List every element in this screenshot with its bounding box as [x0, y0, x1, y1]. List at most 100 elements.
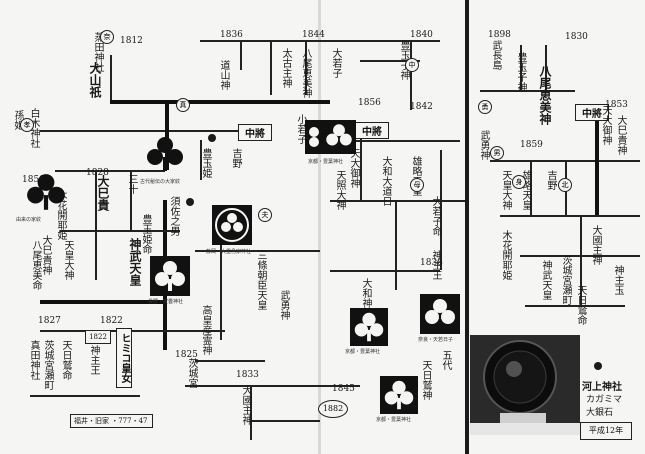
name-label: 高皇産霊神 [200, 305, 211, 355]
circled-tag: 1882 [318, 400, 348, 418]
tree-line [320, 385, 360, 387]
tree-line [200, 40, 440, 42]
circle-marker: 北 [558, 178, 572, 192]
name-label: 大山祇 [88, 62, 102, 98]
tree-line [360, 130, 362, 200]
tree-line [395, 200, 397, 290]
name-label: 茨城宮瀬町 [42, 340, 53, 390]
heading-chujo-left: 中將 [238, 124, 272, 141]
name-label: 神武天皇 [128, 238, 142, 286]
tree-line [95, 170, 97, 280]
year-label: 1827 [38, 316, 61, 326]
name-label: 神主王 [88, 345, 99, 375]
name-label: 豊玉姫命 [140, 214, 151, 254]
name-label: 須佐之男 [168, 196, 179, 236]
year-label: 1833 [236, 370, 259, 380]
tree-line [440, 150, 442, 270]
year-label: 1828 [86, 168, 109, 178]
tree-line [40, 330, 225, 332]
tree-line [240, 40, 242, 70]
circle-marker: 孝 [20, 118, 34, 132]
crest-caption: 静岡・大重島家神社 [206, 249, 252, 255]
tree-line [305, 40, 307, 95]
name-label: 孫姫 [12, 110, 23, 130]
year-label: 1836 [220, 30, 243, 40]
name-label: 真田神社 [28, 340, 39, 380]
name-label: 大巳貴神 [40, 235, 51, 275]
tree-line [195, 360, 265, 362]
name-label: 道山神 [218, 60, 229, 90]
circle-marker: 男 [490, 146, 504, 160]
name-label: 雄略天皇 [520, 170, 531, 210]
year-label: 1822 [100, 316, 123, 326]
crest-caption: 由来の家紋 [16, 217, 42, 223]
photo-title: 河上神社 [582, 382, 622, 393]
page-number: 平成12年 [580, 422, 632, 440]
tree-line [545, 45, 547, 90]
page-seam [318, 0, 321, 454]
name-label: 白木神社 [28, 108, 39, 148]
name-label: 神主王 [430, 250, 441, 280]
tree-line [530, 160, 532, 215]
name-label: 大和神 [360, 278, 371, 308]
year-box: 1822 [85, 330, 111, 344]
bottom-note: 福井・旧家 ・777・47 [70, 414, 153, 428]
name-label: 茨城宮 [186, 358, 197, 388]
tree-line [525, 305, 625, 307]
name-label: 豊玉姫 [200, 148, 211, 178]
year-label: 1845 [332, 384, 355, 394]
tree-line [580, 215, 582, 305]
name-label: 天大御神 [600, 105, 611, 145]
circle-marker: 夫 [258, 208, 272, 222]
name-label: 大國主神 [590, 225, 601, 265]
crest-emblem [25, 172, 67, 214]
tree-line [30, 395, 140, 397]
tree-line [480, 90, 575, 92]
marker-dot [208, 134, 216, 142]
tree-line [110, 55, 112, 100]
page-divider [465, 0, 469, 454]
name-label: 豊玉子神 [515, 52, 526, 92]
boxed-label-himiko: ヒミコ皇女 [116, 328, 132, 388]
year-label: 1898 [488, 30, 511, 40]
name-label: 大巳貴神 [615, 115, 626, 155]
marker-dot [594, 362, 602, 370]
name-label: 大國主神 [240, 385, 251, 425]
tree-line [250, 385, 252, 440]
tree-line [500, 215, 640, 217]
name-label: 天照大神 [334, 170, 345, 210]
name-label: 武勇神 [478, 130, 489, 160]
name-label: 天日鷲命 [575, 285, 586, 325]
marker-dot [186, 198, 194, 206]
year-label: 1812 [120, 36, 143, 46]
tree-line [320, 140, 460, 142]
crest-emblem [380, 376, 418, 414]
name-label: 天日鷲神 [420, 360, 431, 400]
name-label: 茨城宮瀬町 [560, 255, 571, 305]
name-label: 武長島 [490, 40, 501, 70]
tree-line [130, 170, 132, 230]
name-label: 大若子命 [430, 196, 441, 236]
name-label: 木花開耶姫 [500, 230, 511, 280]
crest-emblem [305, 120, 323, 154]
crest-caption: 京都・豊葉神社 [308, 159, 344, 165]
name-label: 五代 [440, 350, 451, 370]
name-label: 八尾恵美命 [30, 240, 41, 290]
year-label: 1853 [605, 100, 628, 110]
crest-caption: 京都・豊葉神社 [376, 417, 412, 423]
name-label: 三條朝臣天皇 [255, 250, 266, 310]
year-label: 1825 [175, 350, 198, 360]
heading-chujo-mid: 中將 [355, 122, 389, 139]
crest-emblem [322, 120, 356, 154]
tree-line [185, 385, 320, 387]
name-label: 武勇神 [278, 290, 289, 320]
tree-line [520, 45, 522, 90]
photo-subtitle-2: 大銀石 [586, 408, 614, 418]
year-label: 1842 [410, 102, 433, 112]
tree-line [40, 300, 165, 304]
year-label: 1856 [358, 98, 381, 108]
mirror-photo [470, 335, 580, 435]
name-label: 小若子 [295, 114, 306, 144]
name-label: 神武天皇 [540, 260, 551, 300]
